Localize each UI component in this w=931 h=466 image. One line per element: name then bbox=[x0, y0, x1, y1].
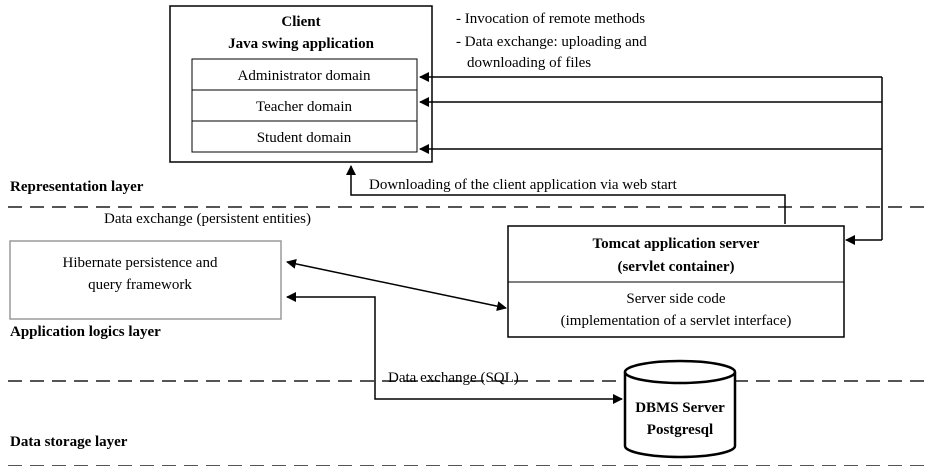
server-code-desc: (implementation of a servlet interface) bbox=[561, 313, 792, 329]
hibernate-box: Hibernate persistence and query framewor… bbox=[9, 240, 282, 320]
administrator-domain: Administrator domain bbox=[238, 68, 371, 84]
representation-layer-label: Representation layer bbox=[10, 179, 144, 195]
client-box: Client Java swing application Administra… bbox=[169, 5, 433, 163]
dbms-cylinder: DBMS Server Postgresql bbox=[623, 359, 737, 459]
note-data-exchange: - Data exchange: uploading and bbox=[456, 34, 647, 50]
application-layer-label: Application logics layer bbox=[10, 324, 161, 340]
storage-layer-label: Data storage layer bbox=[10, 434, 128, 450]
client-title: Client bbox=[281, 14, 320, 30]
tomcat-title: Tomcat application server bbox=[593, 236, 760, 252]
note-files: downloading of files bbox=[467, 55, 591, 71]
client-subtitle: Java swing application bbox=[228, 36, 375, 52]
download-label: Downloading of the client application vi… bbox=[369, 177, 678, 193]
dbms-subtitle: Postgresql bbox=[647, 422, 713, 438]
tomcat-subtitle: (servlet container) bbox=[617, 259, 734, 275]
hibernate-dbms-arrow bbox=[286, 292, 623, 404]
hibernate-tomcat-arrow bbox=[286, 258, 507, 312]
note-invocation: - Invocation of remote methods bbox=[456, 11, 645, 27]
persistent-label: Data exchange (persistent entities) bbox=[104, 211, 311, 227]
teacher-domain: Teacher domain bbox=[256, 99, 352, 115]
hibernate-line-2: query framework bbox=[88, 277, 192, 293]
server-code-label: Server side code bbox=[626, 291, 725, 307]
student-domain: Student domain bbox=[257, 130, 352, 146]
sql-label: Data exchange (SQL) bbox=[388, 370, 519, 386]
dbms-title: DBMS Server bbox=[635, 400, 725, 416]
client-server-connectors bbox=[346, 72, 883, 245]
tomcat-box: Tomcat application server (servlet conta… bbox=[507, 225, 845, 338]
hibernate-line-1: Hibernate persistence and bbox=[63, 255, 218, 271]
